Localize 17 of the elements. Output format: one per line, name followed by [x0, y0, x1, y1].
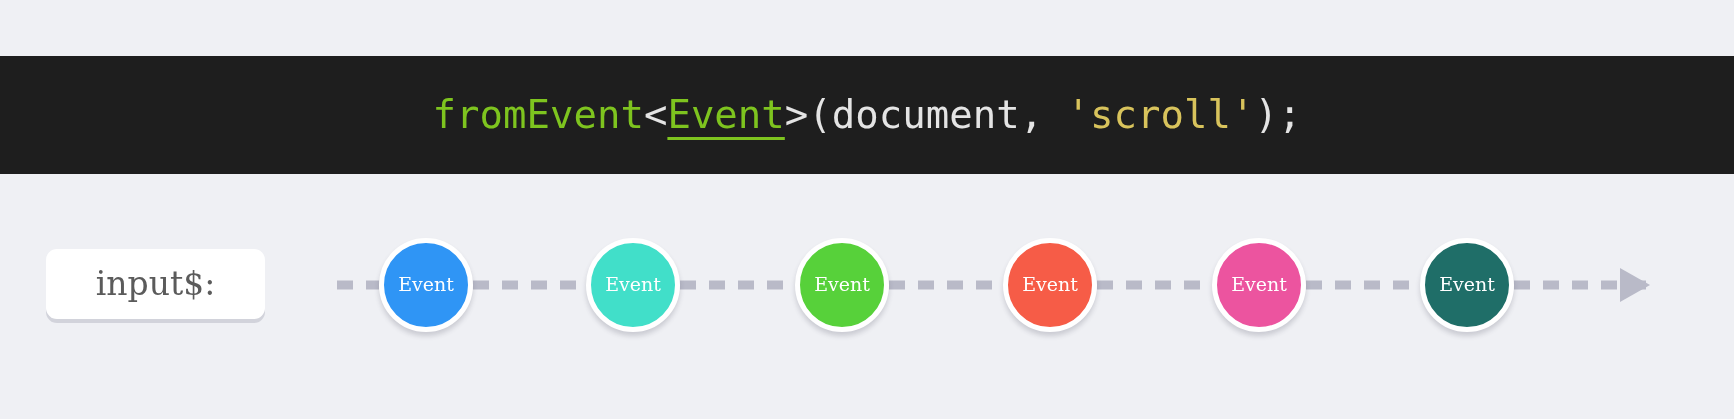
event-marble: [1212, 238, 1306, 332]
event-label: Event: [814, 274, 870, 296]
dashed-arrow: [1514, 268, 1650, 302]
stream-name: input$:: [95, 265, 216, 303]
event-label: Event: [1439, 274, 1495, 296]
code-bar: [0, 56, 1734, 174]
event-label: Event: [1022, 274, 1078, 296]
dashed-line: [337, 280, 379, 290]
event-label: Event: [1231, 274, 1287, 296]
event-label: Event: [398, 274, 454, 296]
event-marble: [795, 238, 889, 332]
event-marble: [1420, 238, 1514, 332]
event-marble: [379, 238, 473, 332]
event-marble: [586, 238, 680, 332]
event-marble: [1003, 238, 1097, 332]
code-text: fromEvent<Event>(document, 'scroll');: [432, 91, 1302, 139]
event-label: Event: [605, 274, 661, 296]
